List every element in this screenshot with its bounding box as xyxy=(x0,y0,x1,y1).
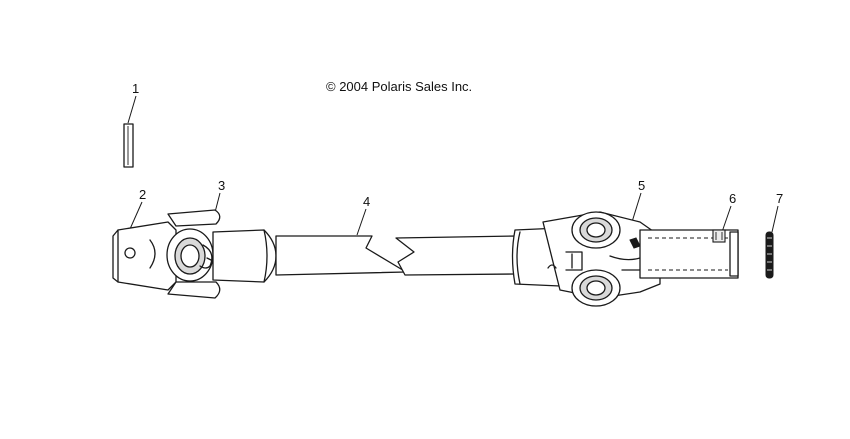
snap-ring xyxy=(199,244,213,269)
leader-6 xyxy=(721,205,732,233)
leader-2 xyxy=(129,201,143,230)
callout-7: 7 xyxy=(776,191,784,206)
leader-1 xyxy=(127,95,137,124)
leader-7 xyxy=(771,205,779,233)
callout-6: 6 xyxy=(729,191,737,206)
callout-4: 4 xyxy=(363,194,371,209)
roll-pin xyxy=(123,123,134,168)
callout-2: 2 xyxy=(139,187,147,202)
copyright-notice: © 2004 Polaris Sales Inc. xyxy=(326,79,473,94)
spring-pin xyxy=(765,231,774,279)
leader-lines xyxy=(127,95,779,236)
leader-4 xyxy=(356,208,367,236)
callout-1: 1 xyxy=(132,81,140,96)
left-u-joint xyxy=(166,209,221,299)
shaft-tube-right xyxy=(395,235,516,276)
left-yoke xyxy=(112,221,177,291)
left-tube-yoke xyxy=(212,229,277,283)
right-u-joint-assembly xyxy=(511,211,661,307)
grease-fitting xyxy=(712,229,726,243)
left-u-joint-bottom-ear xyxy=(167,281,221,299)
callout-3: 3 xyxy=(218,178,226,193)
callout-5: 5 xyxy=(638,178,646,193)
left-yoke-pin-hole xyxy=(124,247,136,259)
leader-5 xyxy=(631,192,642,223)
left-u-joint-top-ear xyxy=(167,209,221,227)
shaft-tube xyxy=(275,235,516,276)
shaft-tube-left xyxy=(275,235,407,276)
